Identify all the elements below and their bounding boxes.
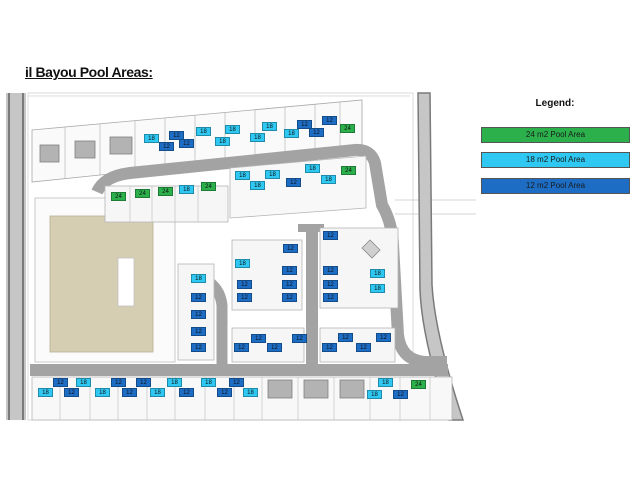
pool-area-marker: 18 [243, 388, 258, 397]
parcel-block [229, 155, 367, 219]
pool-area-marker: 24 [158, 187, 173, 196]
pool-area-marker: 12 [237, 293, 252, 302]
pool-area-marker: 12 [292, 334, 307, 343]
pool-area-marker: 12 [169, 131, 184, 140]
pool-area-marker: 18 [370, 284, 385, 293]
internal-road-east-cap [298, 224, 324, 232]
pool-area-marker: 18 [305, 164, 320, 173]
pool-area-marker: 18 [76, 378, 91, 387]
pool-area-marker: 24 [411, 380, 426, 389]
pool-area-marker: 12 [111, 378, 126, 387]
pool-area-marker: 12 [267, 343, 282, 352]
pool-area-marker: 24 [341, 166, 356, 175]
pool-area-marker: 12 [251, 334, 266, 343]
pool-area-marker: 12 [122, 388, 137, 397]
pool-area-marker: 12 [136, 378, 151, 387]
parcel-dividers [129, 186, 199, 222]
pool-area-marker: 18 [225, 125, 240, 134]
existing-house [74, 140, 96, 159]
pool-area-marker: 18 [38, 388, 53, 397]
pool-area-marker: 18 [179, 185, 194, 194]
pool-area-marker: 18 [150, 388, 165, 397]
pool-area-marker: 24 [135, 189, 150, 198]
page-title: il Bayou Pool Areas: [25, 64, 153, 80]
pool-area-marker: 12 [229, 378, 244, 387]
pool-area-marker: 12 [282, 266, 297, 275]
pool-area-marker: 12 [64, 388, 79, 397]
pool-area-marker: 18 [250, 133, 265, 142]
pool-area-marker: 12 [322, 343, 337, 352]
pool-area-marker: 12 [323, 280, 338, 289]
pool-area-marker: 18 [367, 390, 382, 399]
pool-area-marker: 12 [179, 388, 194, 397]
pool-area-marker: 18 [262, 122, 277, 131]
pool-area-marker: 12 [282, 293, 297, 302]
pool-area-marker: 12 [356, 343, 371, 352]
pool-area-marker: 12 [191, 293, 206, 302]
pool-area-marker: 12 [53, 378, 68, 387]
pool-area-marker: 18 [191, 274, 206, 283]
pool-area-marker: 12 [338, 333, 353, 342]
pool-area-marker: 12 [191, 327, 206, 336]
existing-house [339, 379, 365, 399]
pool-area-marker: 12 [159, 142, 174, 151]
legend-item: 24 m2 Pool Area [481, 127, 630, 143]
pool-area-marker: 12 [282, 280, 297, 289]
pool-area-marker: 12 [323, 293, 338, 302]
pool-area-marker: 18 [378, 378, 393, 387]
pool-area-marker: 18 [265, 170, 280, 179]
pool-area-marker: 18 [235, 259, 250, 268]
pool-area-marker: 12 [376, 333, 391, 342]
legend-item: 12 m2 Pool Area [481, 178, 630, 194]
existing-house [303, 379, 329, 399]
pool-area-marker: 18 [167, 378, 182, 387]
pool-area-marker: 18 [95, 388, 110, 397]
pool-area-marker: 18 [235, 171, 250, 180]
pool-area-marker: 12 [323, 266, 338, 275]
pool-area-marker: 18 [284, 129, 299, 138]
pool-area-marker: 18 [144, 134, 159, 143]
left-boundary-road [6, 93, 26, 420]
pool-area-marker: 18 [196, 127, 211, 136]
pool-area-marker: 18 [321, 175, 336, 184]
pool-area-marker: 12 [323, 231, 338, 240]
pool-area-marker: 18 [215, 137, 230, 146]
pool-area-marker: 24 [111, 192, 126, 201]
pool-area-marker: 12 [286, 178, 301, 187]
pool-area-marker: 18 [370, 269, 385, 278]
pool-area-marker: 12 [217, 388, 232, 397]
pool-area-marker: 24 [340, 124, 355, 133]
legend-item: 18 m2 Pool Area [481, 152, 630, 168]
legend-title: Legend: [535, 98, 575, 109]
pool-area-marker: 12 [234, 343, 249, 352]
existing-house [267, 379, 293, 399]
existing-large-building [49, 215, 154, 353]
pool-area-marker: 12 [322, 116, 337, 125]
internal-road-east [306, 226, 318, 366]
pool-area-marker: 12 [309, 128, 324, 137]
existing-house [39, 144, 60, 163]
right-boundary-road [417, 92, 465, 421]
pool-area-marker: 18 [250, 181, 265, 190]
pool-area-marker: 24 [201, 182, 216, 191]
main-road [91, 143, 447, 368]
pool-area-marker: 12 [179, 139, 194, 148]
pool-area-marker: 12 [393, 390, 408, 399]
pool-area-marker: 12 [191, 310, 206, 319]
small-building [361, 239, 381, 259]
pool-area-marker: 12 [191, 343, 206, 352]
building-courtyard [117, 257, 135, 307]
bottom-road [30, 364, 448, 376]
pool-area-marker: 18 [201, 378, 216, 387]
pool-area-marker: 12 [283, 244, 298, 253]
pool-area-marker: 12 [297, 120, 312, 129]
existing-house [109, 136, 133, 155]
pool-area-marker: 12 [237, 280, 252, 289]
